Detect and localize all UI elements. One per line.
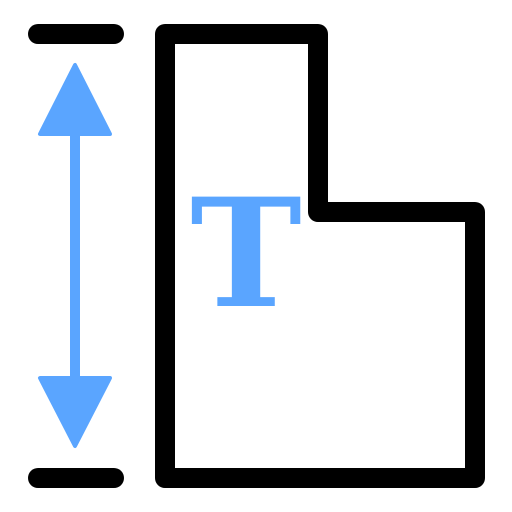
double-arrow-icon	[38, 63, 112, 448]
arrow-head-down	[38, 376, 112, 448]
letter-t: T	[190, 166, 302, 342]
arrow-head-up	[38, 63, 112, 136]
l-shape-outline	[155, 24, 485, 488]
